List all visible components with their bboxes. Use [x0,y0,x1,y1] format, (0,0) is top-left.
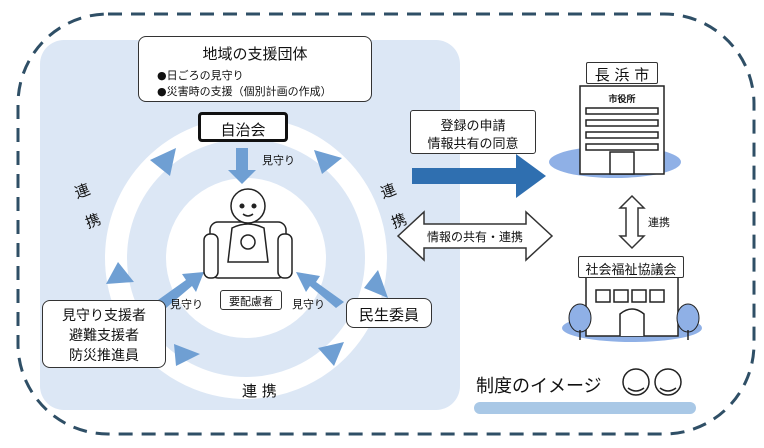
application-box: 登録の申請 情報共有の同意 [410,110,536,154]
support-org-box: 地域の支援団体 ●日ごろの見守り ●災害時の支援（個別計画の作成） [138,36,372,102]
arrow-from-minsei [296,272,344,308]
city-name-box: 長 浜 市 [586,62,658,84]
council-name: 社会福祉協議会 [585,263,677,278]
ring-arrowhead-left [106,262,134,284]
mimamori-label-right: 見守り [292,298,325,311]
ring-arrowhead-bottom-right [318,342,344,366]
arrow-from-left [158,272,204,308]
role-disaster-prevention: 防災推進員 [69,348,139,364]
arrow-from-jichikai [228,148,256,184]
minsei-box: 民生委員 [346,298,432,328]
role-watcher: 見守り支援者 [62,308,146,324]
ring-arrowhead-bottom-left [174,344,200,366]
share-double-arrow [396,210,554,262]
footer-title: 制度のイメージ [476,376,602,397]
renkei-label-bottom: 連 携 [242,382,277,400]
role-evacuation: 避難支援者 [69,328,139,344]
person-label: 要配慮者 [229,295,273,308]
mimamori-label-top: 見守り [262,154,295,167]
application-text-2: 情報共有の同意 [427,137,519,152]
elderly-person-icon [203,188,293,279]
city-name: 長 浜 市 [594,66,650,84]
person-label-box: 要配慮者 [220,290,282,310]
big-arrow-to-city [412,154,546,198]
application-text-1: 登録の申請 [440,119,506,134]
city-council-double-arrow [618,194,646,250]
ring-arrowhead-right [364,270,388,298]
minsei-label: 民生委員 [358,306,419,324]
supporter-roles-box: 見守り支援者 避難支援者 防災推進員 [42,300,166,368]
ring-arrowhead-top-right [314,150,342,174]
council-building-icon [585,275,679,337]
footer-bar [474,402,696,414]
couple-faces-icon [622,368,682,396]
support-org-title: 地域の支援団体 [202,45,308,63]
council-name-box: 社会福祉協議会 [578,256,684,278]
city-hall-building-icon [579,85,665,175]
support-org-bullet-1: ●日ごろの見守り [157,69,244,82]
city-building-sign: 市役所 [608,95,636,105]
jichikai-box: 自治会 [198,112,288,142]
jichikai-label: 自治会 [220,121,266,139]
support-org-bullet-2: ●災害時の支援（個別計画の作成） [157,85,332,98]
ring-arrowhead-top-left [150,148,176,176]
renkei-label-city-council: 連携 [648,216,670,229]
mimamori-label-left: 見守り [170,298,203,311]
outer-dashed-frame [16,12,756,436]
share-text: 情報の共有・連携 [426,230,523,244]
